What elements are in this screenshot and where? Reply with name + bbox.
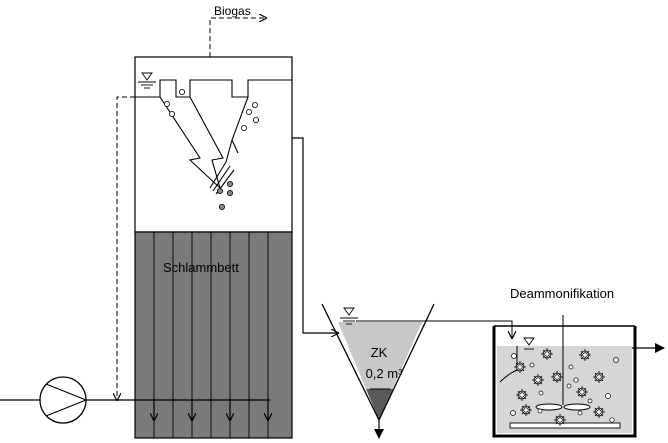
tank-volume-label: 0,2 m³	[366, 366, 404, 381]
tank-sludge	[366, 389, 393, 420]
separator-baffles	[159, 96, 249, 195]
sludge-bed-label: Schlammbett	[163, 260, 239, 275]
aerator-icon	[509, 422, 621, 429]
reactor-walls	[492, 326, 637, 438]
tank-water-level-icon	[340, 307, 358, 325]
stirrer-icon	[535, 315, 591, 411]
reactor-water-level-icon	[523, 337, 535, 350]
water-level-icon	[138, 72, 156, 89]
deammonification-label: Deammonifikation	[510, 286, 614, 301]
air-bubbles	[510, 353, 619, 423]
weir-outline	[135, 79, 292, 98]
effluent-line	[292, 137, 338, 333]
sludge-bed	[134, 231, 293, 439]
tank-liquid	[338, 322, 422, 420]
intermediate-tank: ZK 0,2 m³	[321, 303, 512, 439]
gas-bubbles	[163, 89, 259, 210]
recirculation-line	[117, 96, 135, 400]
feed-outlets	[154, 400, 268, 420]
reactor-upper-zone	[134, 56, 293, 233]
biogas-line	[209, 18, 266, 57]
tank-label: ZK	[371, 345, 388, 360]
uasb-reactor: Schlammbett	[0, 4, 338, 439]
biogas-label: Biogas	[214, 4, 251, 18]
pump-icon	[39, 376, 87, 424]
reactor-liquid	[497, 346, 632, 433]
transfer-line	[356, 320, 512, 338]
deammonification-reactor: Deammonifikation	[492, 286, 665, 438]
